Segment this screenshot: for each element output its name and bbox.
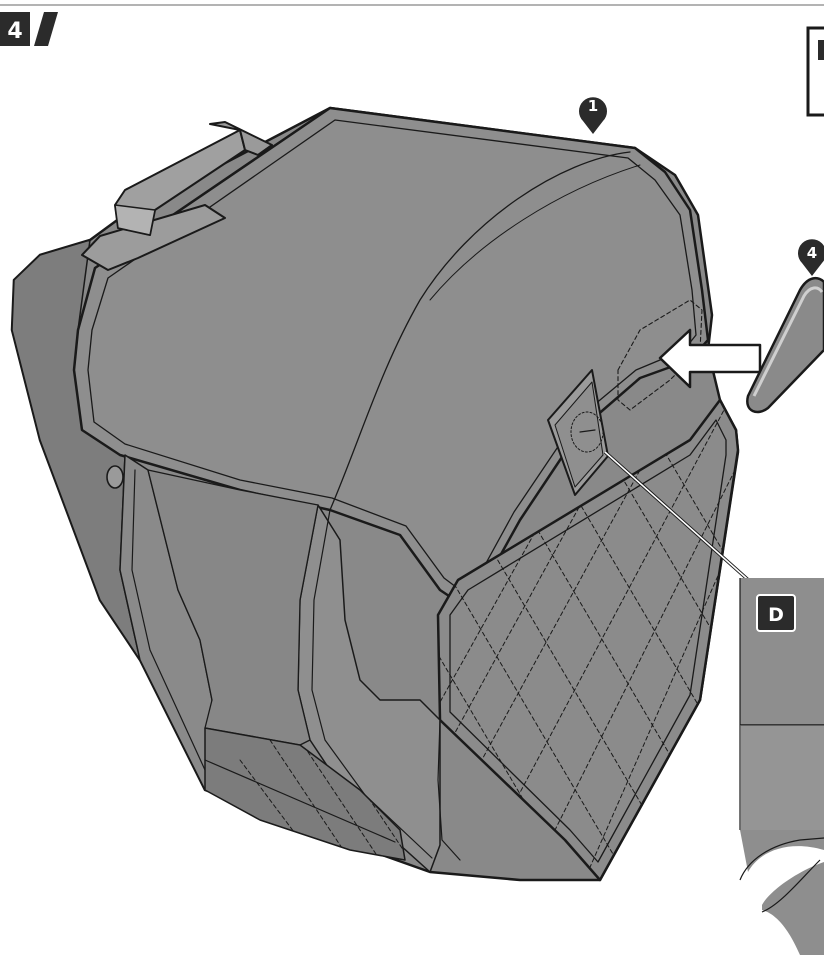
logo-emblem-icon	[547, 369, 609, 496]
callout-main-number: 1	[588, 97, 598, 115]
side-button	[106, 465, 124, 489]
detail-letter-badge: D	[756, 594, 796, 632]
callout-pin-icon: 1	[579, 97, 607, 134]
bottom-pocket	[204, 727, 406, 861]
detail-inset: D	[739, 578, 824, 955]
bag-body	[10, 106, 740, 882]
carry-handle	[81, 121, 273, 271]
lower-front-panel	[147, 469, 319, 746]
detail-letter: D	[768, 604, 784, 626]
step-number-badge: 4	[0, 12, 58, 46]
trim-strip-part	[746, 276, 824, 414]
callout-strip-number: 4	[807, 244, 817, 262]
step-number: 4	[7, 19, 22, 44]
callout-pin-icon: 4	[798, 239, 824, 276]
charging-slot-outline	[617, 299, 703, 411]
reference-box	[806, 26, 824, 117]
insert-arrow-icon	[658, 328, 762, 389]
front-panel	[436, 398, 740, 882]
